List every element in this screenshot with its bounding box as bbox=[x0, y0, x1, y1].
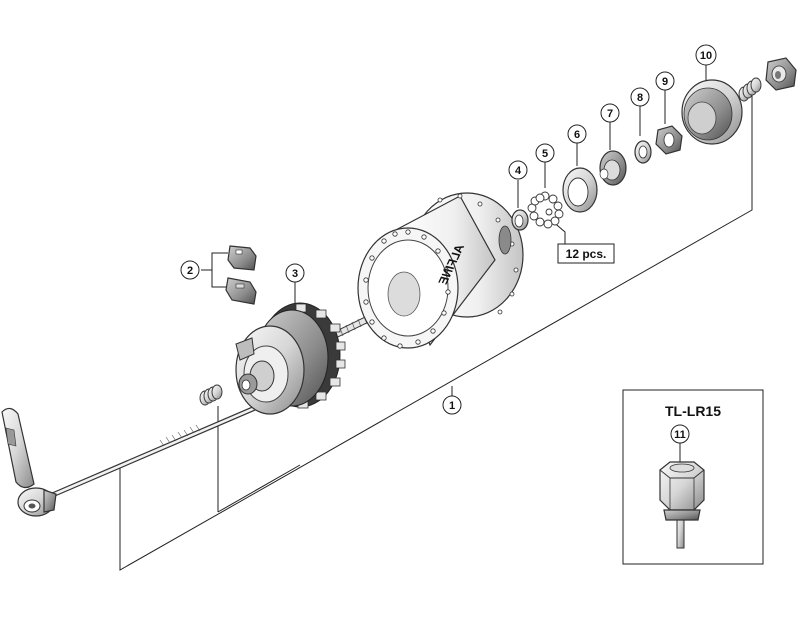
svg-text:9: 9 bbox=[662, 76, 668, 88]
svg-text:7: 7 bbox=[607, 108, 613, 120]
hub-cone bbox=[599, 150, 627, 186]
lock-nut bbox=[655, 125, 683, 155]
bearing-cup-ring bbox=[562, 167, 598, 213]
assembly-bracket-lines bbox=[119, 64, 753, 571]
callout-6: 6 bbox=[567, 124, 587, 144]
svg-text:12 pcs.: 12 pcs. bbox=[566, 247, 607, 261]
svg-text:3: 3 bbox=[292, 268, 298, 280]
cassette-driver-unit bbox=[235, 302, 372, 415]
svg-text:2: 2 bbox=[187, 265, 193, 277]
callout-1: 1 bbox=[442, 395, 462, 415]
quick-release-lever bbox=[1, 407, 57, 517]
axle-spring-right bbox=[738, 77, 762, 102]
callout-7: 7 bbox=[600, 103, 620, 123]
callout-9: 9 bbox=[655, 71, 675, 91]
svg-text:8: 8 bbox=[637, 92, 643, 104]
quantity-note: 12 pcs. bbox=[557, 243, 615, 264]
axle-spring-left bbox=[199, 384, 223, 406]
callout-10: 10 bbox=[695, 44, 717, 66]
callout-11: 11 bbox=[670, 424, 690, 444]
callout-2: 2 bbox=[180, 260, 200, 280]
callout-8: 8 bbox=[630, 87, 650, 107]
svg-text:6: 6 bbox=[574, 129, 580, 141]
quick-release-axle bbox=[49, 390, 291, 499]
dust-cap-ring bbox=[511, 209, 529, 231]
svg-text:1: 1 bbox=[449, 400, 455, 412]
axle-end-nut bbox=[765, 57, 797, 91]
callout-3: 3 bbox=[285, 263, 305, 283]
cable-holder-pieces bbox=[225, 245, 257, 305]
spacer-washer bbox=[634, 140, 652, 164]
ball-bearings bbox=[527, 191, 564, 229]
lockring-tool-icon bbox=[659, 461, 705, 549]
svg-text:11: 11 bbox=[674, 429, 686, 441]
tool-box-title: TL-LR15 bbox=[665, 403, 721, 419]
seal-cover bbox=[681, 79, 743, 145]
callout-5: 5 bbox=[535, 143, 555, 163]
tool-box: TL-LR15 11 bbox=[622, 389, 764, 565]
svg-text:10: 10 bbox=[700, 50, 712, 62]
svg-text:4: 4 bbox=[515, 165, 522, 177]
svg-text:5: 5 bbox=[542, 148, 548, 160]
hub-shell: ALFINE bbox=[357, 192, 524, 349]
callout-4: 4 bbox=[508, 160, 528, 180]
